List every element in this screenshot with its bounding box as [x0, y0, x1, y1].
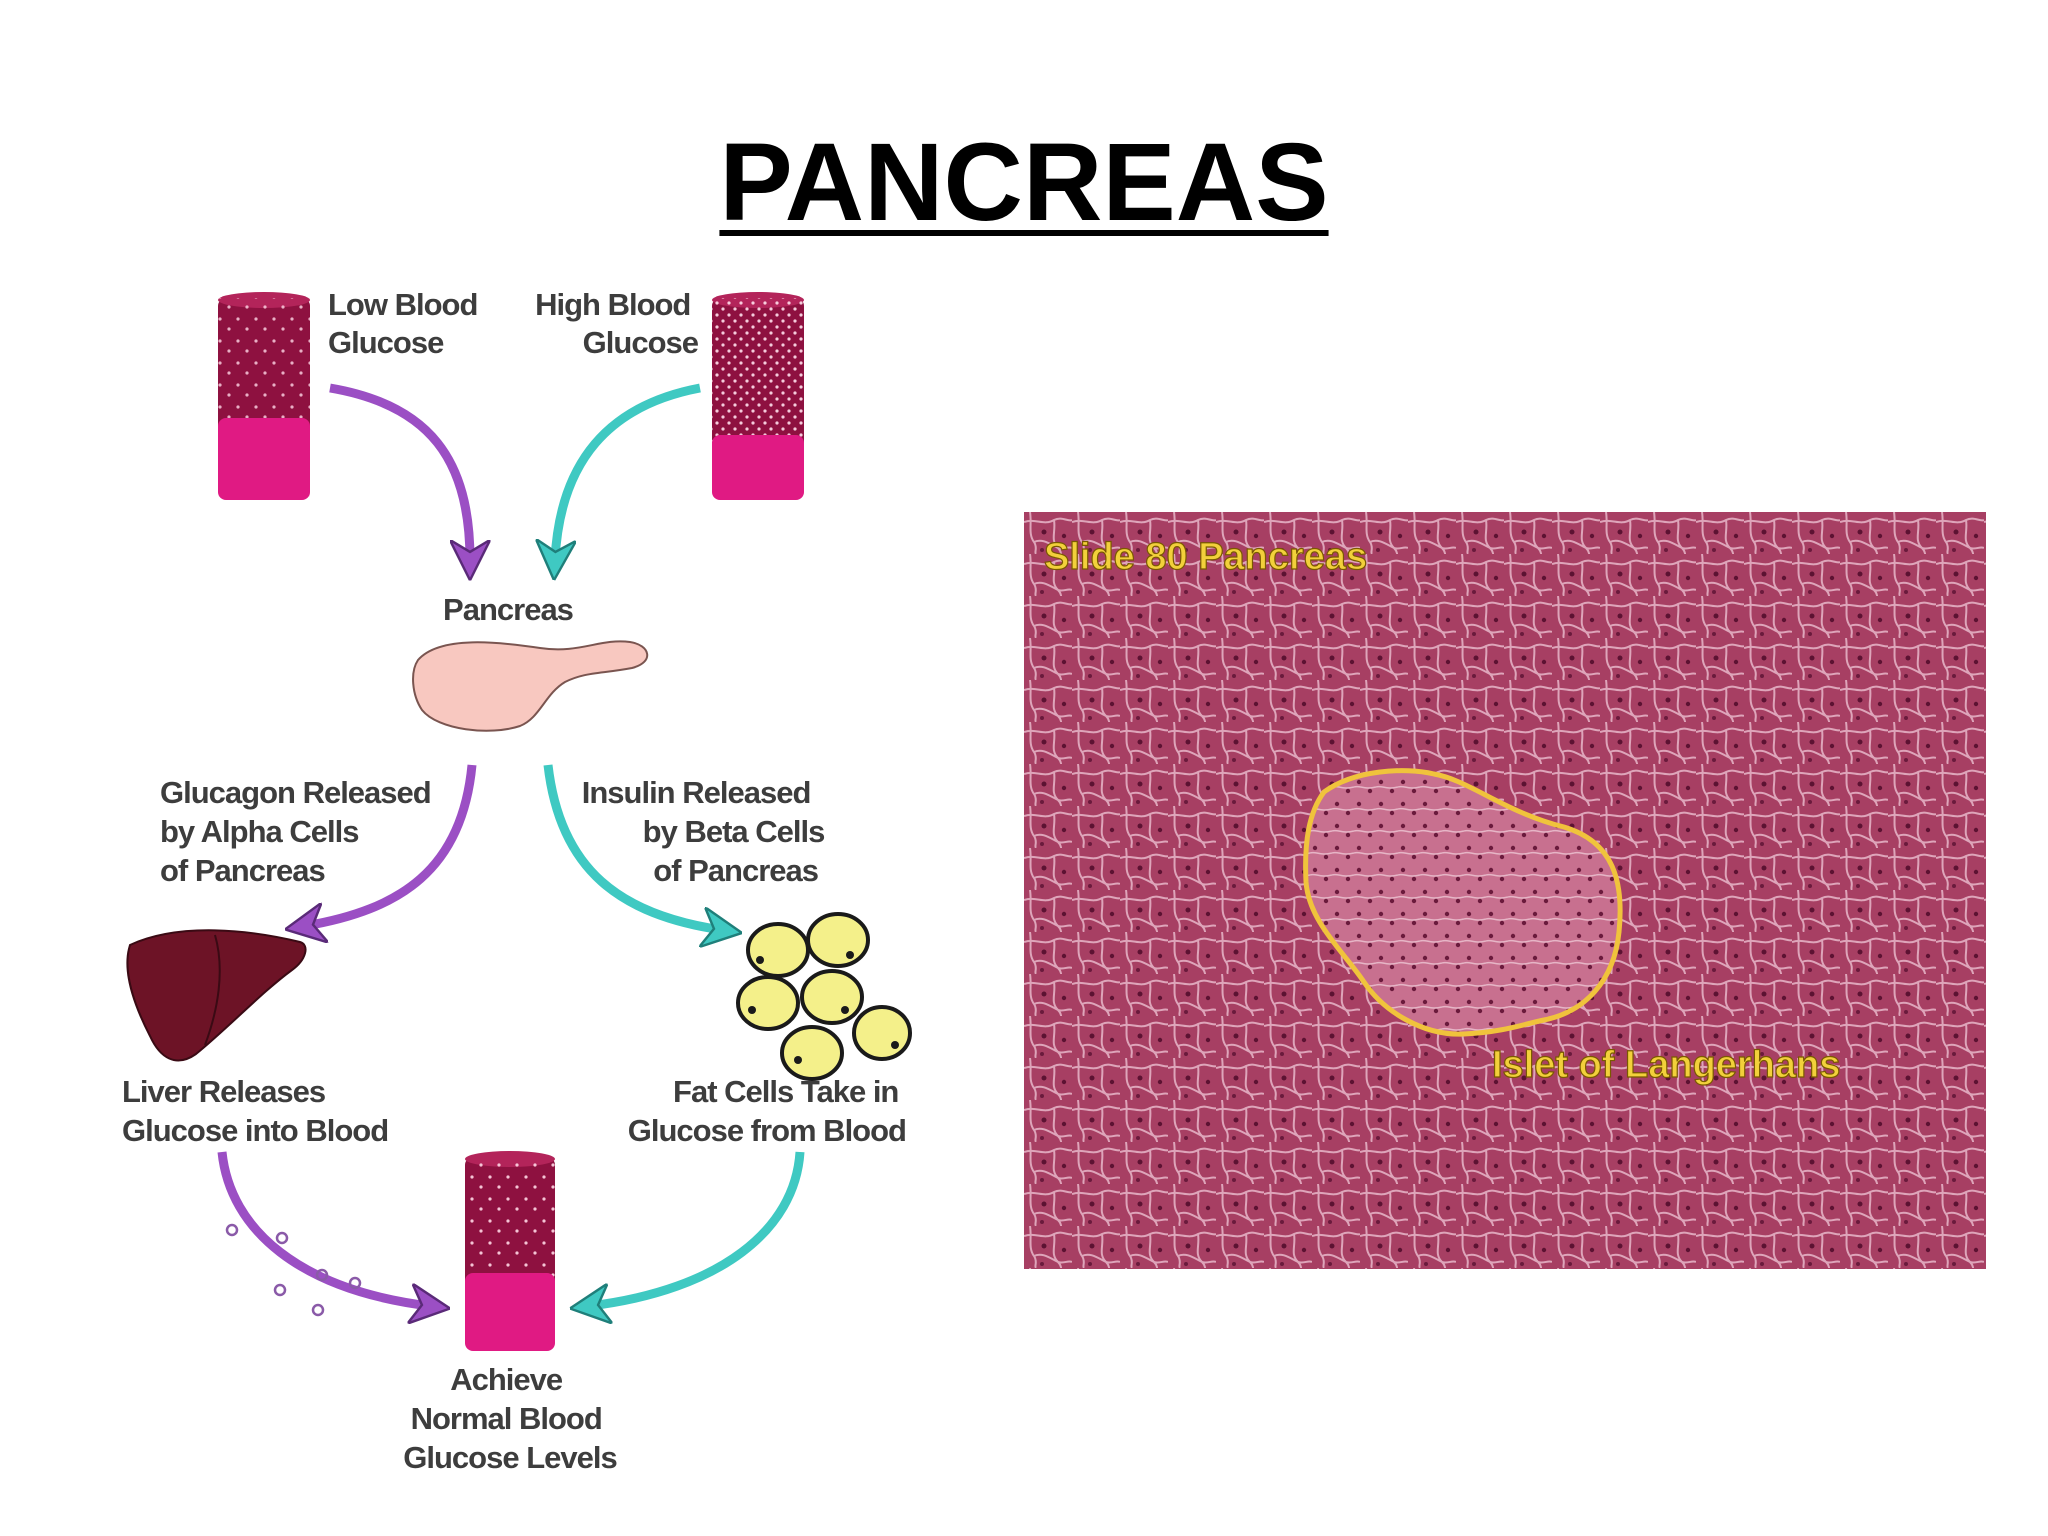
low-glucose-arrow [329, 383, 470, 560]
liver-to-blood-arrow [217, 1151, 430, 1306]
normal-glucose-tube-icon [465, 1151, 555, 1351]
fat-cells-icon [736, 912, 912, 1081]
glucagon-arrow [305, 764, 477, 926]
high-glucose-label: High Blood Glucose [535, 287, 699, 360]
fat-cells-label: Fat Cells Take in Glucose from Blood [628, 1074, 906, 1148]
liver-lobe-line [204, 934, 221, 1046]
high-glucose-arrow [555, 383, 701, 560]
low-glucose-label: Low Blood Glucose [328, 287, 485, 360]
liver-label: Liver Releases Glucose into Blood [122, 1074, 388, 1148]
low-glucose-tube-icon [218, 292, 310, 500]
pancreas-label: Pancreas [443, 592, 573, 627]
slide-caption: Slide 80 Pancreas [1044, 536, 1367, 578]
liver-icon [126, 929, 307, 1062]
page-title: PANCREAS [719, 121, 1329, 244]
fat-cell-nuclei [748, 951, 899, 1064]
fat-to-blood-arrow [590, 1151, 805, 1306]
insulin-label: Insulin Released by Beta Cells of Pancre… [582, 775, 832, 888]
glucagon-label: Glucagon Released by Alpha Cells of Panc… [160, 775, 438, 888]
islet-region [1303, 768, 1623, 1037]
normal-glucose-label: Achieve Normal Blood Glucose Levels [403, 1362, 616, 1475]
high-glucose-tube-icon [712, 292, 804, 500]
pancreas-micrograph: Slide 80 Pancreas Islet of Langerhans [1024, 512, 1986, 1269]
islet-label: Islet of Langerhans [1492, 1044, 1840, 1086]
insulin-arrow [543, 764, 722, 930]
glucose-particles [225, 1223, 362, 1317]
glucose-regulation-diagram: Low Blood Glucose High Blood Glucose Pan… [122, 287, 912, 1475]
pancreas-icon [412, 640, 649, 732]
